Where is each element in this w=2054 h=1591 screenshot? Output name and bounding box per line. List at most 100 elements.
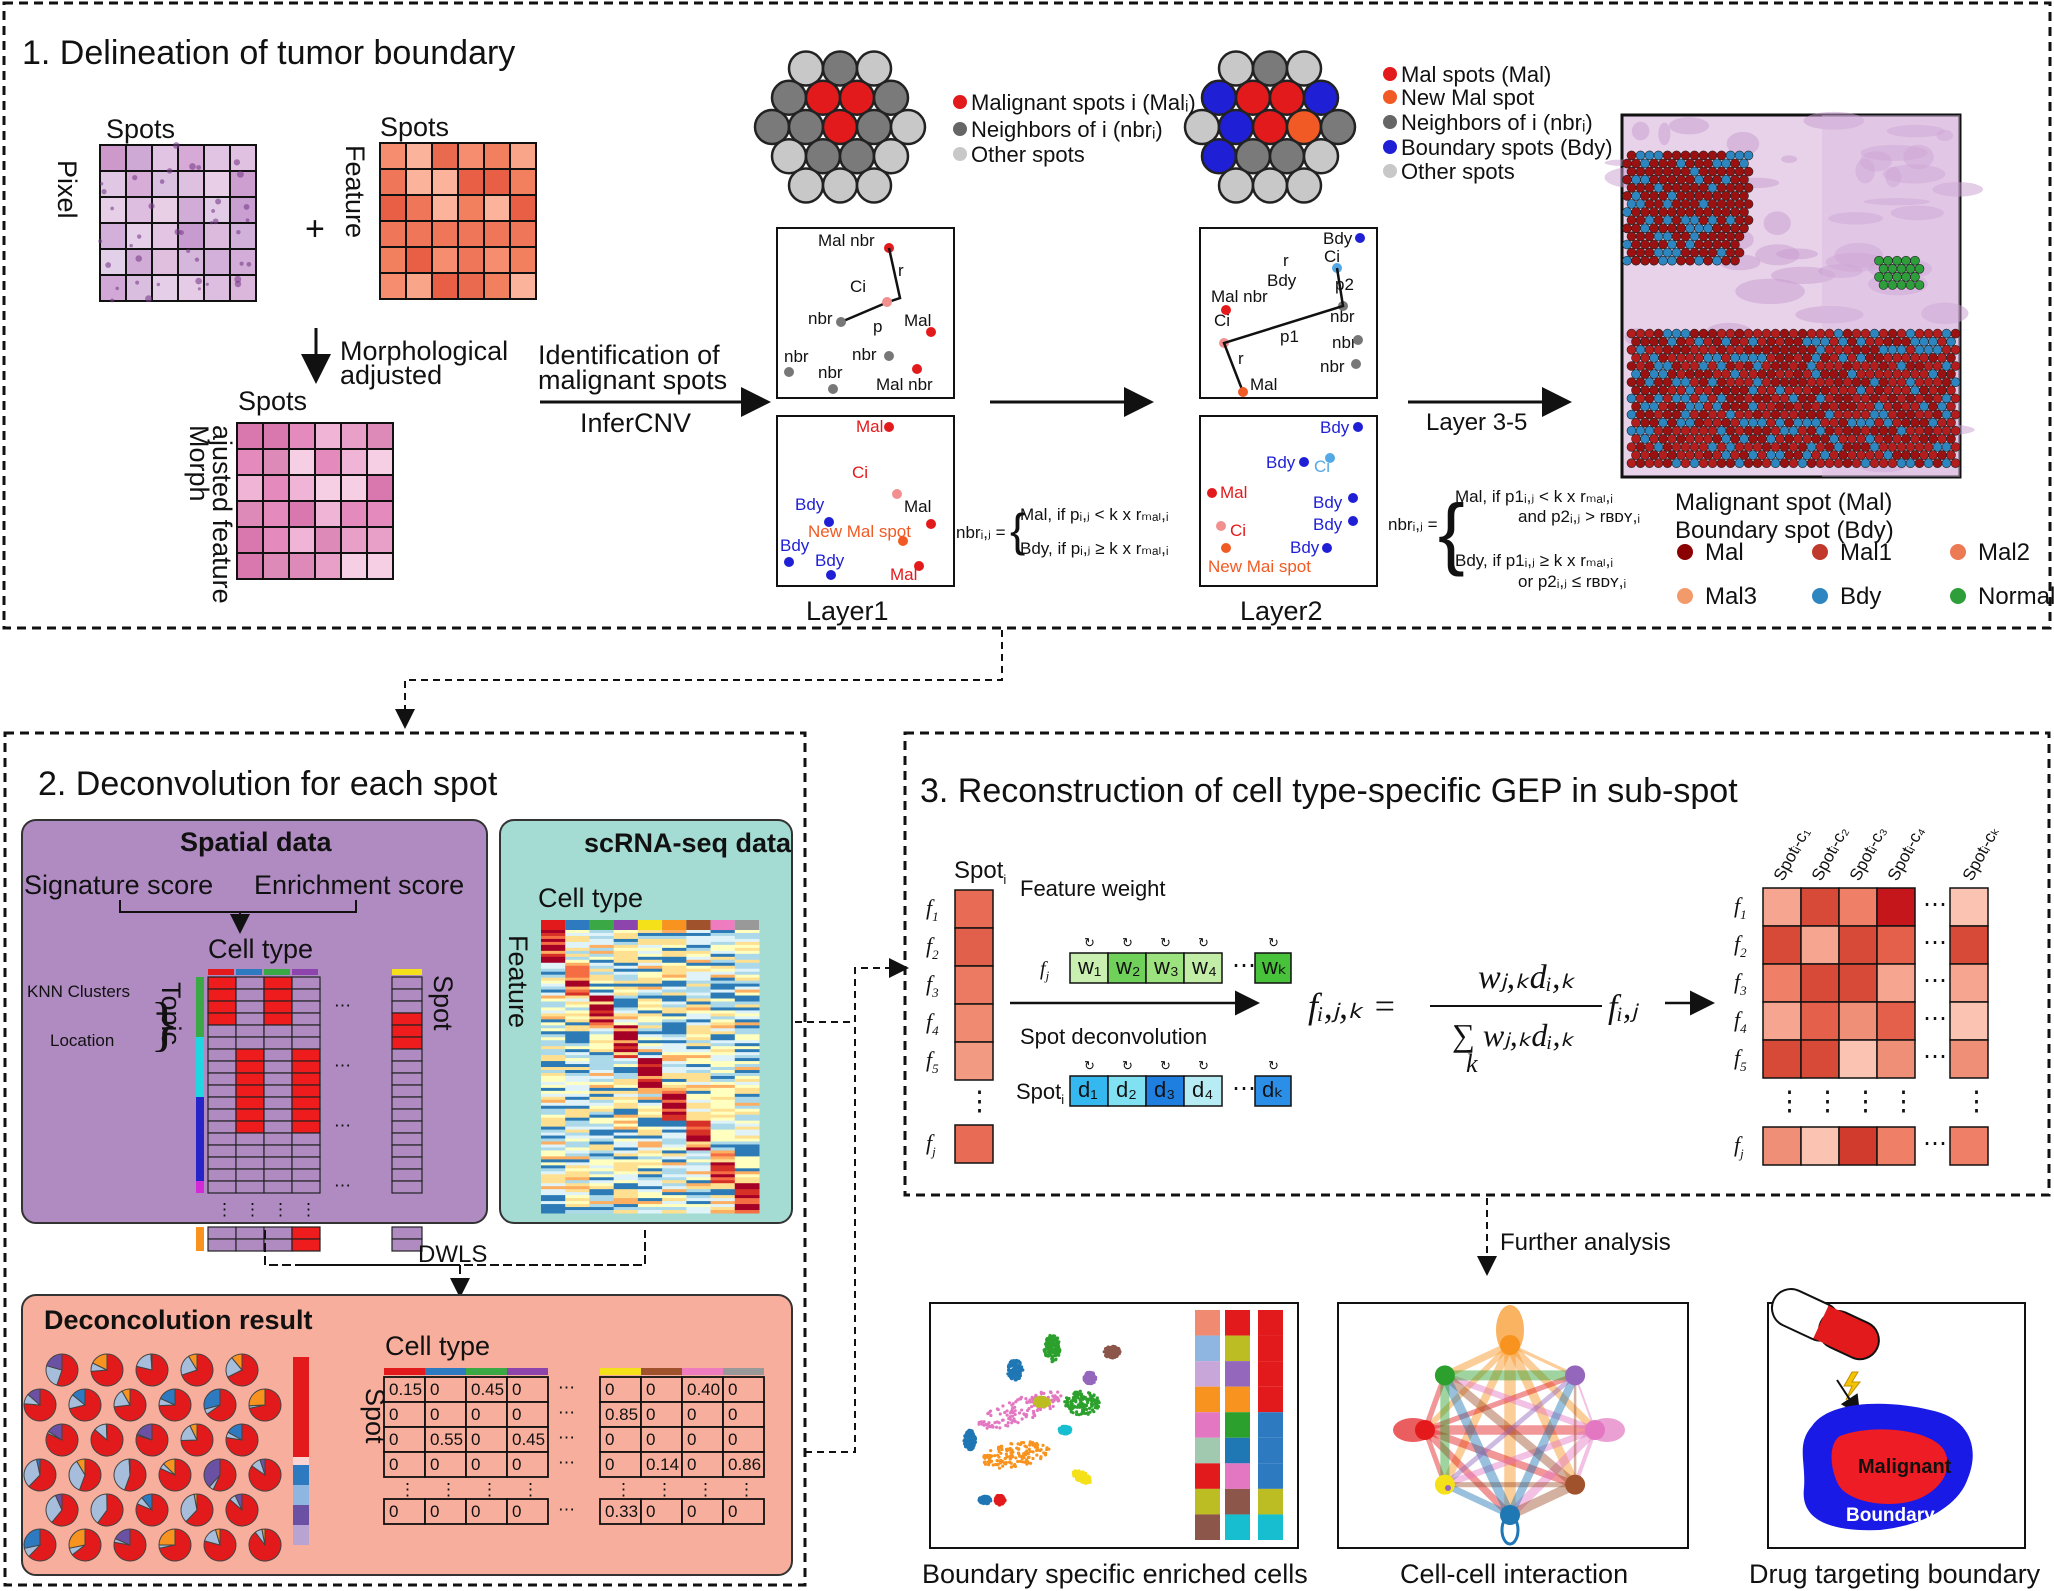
histology-spot xyxy=(1671,361,1682,371)
umap-point xyxy=(1075,1405,1080,1409)
histology-spot xyxy=(1757,369,1767,379)
topic-color-bar xyxy=(196,1097,204,1109)
histology-spot xyxy=(1883,450,1893,460)
histology-spot xyxy=(1649,450,1659,460)
histology-spot xyxy=(1626,328,1637,339)
celltype-color-bar xyxy=(264,969,290,975)
histology-spot xyxy=(1766,385,1776,396)
umap-point xyxy=(1031,1415,1035,1420)
umap-point xyxy=(999,1495,1003,1500)
histology-spot xyxy=(1919,450,1929,460)
umap-point xyxy=(1085,1371,1089,1375)
histology-spot xyxy=(1806,328,1817,339)
scrna-heat-cell xyxy=(734,1105,760,1110)
histology-spot xyxy=(1869,328,1880,339)
histology-spot xyxy=(1716,215,1727,225)
result-value: 0.86 xyxy=(728,1455,761,1474)
topic-color-bar xyxy=(196,1169,204,1181)
weight-label: w₁ xyxy=(1077,954,1101,979)
histology-spot xyxy=(1680,458,1691,469)
subspot-cell xyxy=(1838,963,1878,1003)
pixel-speck xyxy=(129,243,133,248)
histology-spot xyxy=(1824,442,1835,452)
umap-point xyxy=(1013,1405,1017,1409)
feature-label: f2 xyxy=(926,933,939,962)
histology-spot xyxy=(1892,369,1902,379)
scrna-heat-cell xyxy=(565,1123,590,1128)
scrna-heat-cell xyxy=(734,971,760,976)
umap-point xyxy=(1009,1461,1013,1465)
umap-point xyxy=(1039,1455,1043,1459)
histology-spot xyxy=(1892,385,1902,396)
pie-slice xyxy=(113,1458,131,1491)
scrna-heat-cell xyxy=(734,1201,760,1205)
pixel-cell xyxy=(125,248,153,276)
histology-spot xyxy=(1806,458,1817,469)
scrna-heat-cell xyxy=(565,1192,590,1196)
scrna-heat-cell xyxy=(662,1165,687,1169)
histology-spot xyxy=(1770,442,1781,452)
scrna-heat-cell xyxy=(710,1159,736,1163)
scrna-heat-cell xyxy=(662,1078,687,1083)
ellipsis: ⋯ xyxy=(1232,1075,1256,1102)
scrna-heat-cell xyxy=(541,1013,566,1017)
weight-icon: ↻ xyxy=(1268,935,1279,950)
spot-label-spatial: Spot xyxy=(428,975,458,1031)
histology-spot xyxy=(1775,385,1785,396)
histology-spot xyxy=(1824,425,1835,436)
histology-spot xyxy=(1734,393,1745,404)
umap-point xyxy=(1094,1403,1098,1407)
scrna-heat-cell xyxy=(734,1117,760,1122)
composition-bar-seg xyxy=(1225,1335,1250,1362)
feature-label: Feature xyxy=(340,145,370,238)
scrna-heat-cell xyxy=(734,1081,760,1086)
histology-spot xyxy=(1806,361,1817,371)
scrna-heat-cell xyxy=(637,1132,663,1137)
histology-spot xyxy=(1838,401,1848,412)
composition-bar-seg xyxy=(1225,1488,1250,1515)
scrna-heat-cell xyxy=(734,1037,760,1041)
histology-spot xyxy=(1631,450,1641,460)
identify-line1: Identification of xyxy=(538,340,720,370)
scrna-heat-cell xyxy=(613,1058,639,1062)
scrna-heat-cell xyxy=(613,953,639,958)
topic-cell xyxy=(263,1024,293,1038)
pixel-cell xyxy=(151,170,179,198)
histology-spot xyxy=(1631,434,1641,444)
morph-cell xyxy=(340,552,368,580)
topic-cell xyxy=(207,1096,237,1110)
pie-slice xyxy=(185,1493,214,1527)
histology-spot xyxy=(1950,409,1961,420)
histology-spot xyxy=(1793,353,1803,363)
pixel-speck xyxy=(195,277,202,285)
scrna-heat-cell xyxy=(637,1183,663,1187)
histology-spot xyxy=(1874,369,1884,379)
histology-spot xyxy=(1667,158,1677,169)
pixel-speck xyxy=(110,206,114,211)
umap-point xyxy=(970,1436,974,1440)
feature-cell xyxy=(379,194,407,222)
umap-point xyxy=(968,1433,972,1437)
scrna-heat-cell xyxy=(613,1192,639,1196)
scrna-heat-cell xyxy=(662,1174,687,1178)
legend2-dot-neighbor xyxy=(1383,115,1397,129)
umap-point xyxy=(983,1462,988,1466)
histology-spot xyxy=(1707,458,1718,469)
scrna-heat-cell xyxy=(541,953,566,958)
topic-cell xyxy=(235,1072,265,1086)
morph-cell xyxy=(314,526,342,554)
umap-point xyxy=(1087,1406,1092,1410)
umap-point xyxy=(1093,1377,1098,1381)
l1-label: nbr xyxy=(784,347,809,366)
topic-cell xyxy=(235,1132,265,1146)
histology-spot xyxy=(1694,401,1704,412)
histology-spot xyxy=(1671,247,1682,258)
histology-spot xyxy=(1707,328,1718,339)
histology-spot xyxy=(1685,336,1695,347)
pie-slice xyxy=(225,1423,259,1457)
histology-spot xyxy=(1689,166,1700,177)
histology-spot xyxy=(1905,377,1916,388)
boundary-label: Boundary xyxy=(1846,1505,1935,1526)
umap-point xyxy=(987,1463,991,1467)
histology-spot xyxy=(1725,361,1736,371)
